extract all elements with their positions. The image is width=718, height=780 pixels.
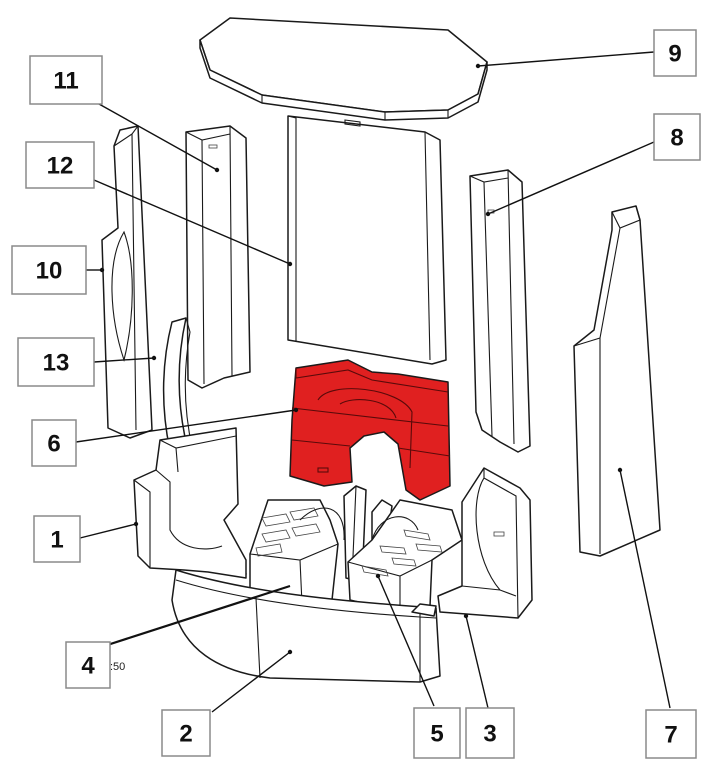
svg-text:6: 6 [47,431,60,458]
svg-text:13: 13 [43,350,70,377]
part-10-left-side-panel [101,125,153,439]
svg-text:3: 3 [483,721,496,748]
label-9: 9 [653,29,697,77]
svg-text:5: 5 [430,721,443,748]
leader-6 [75,409,297,443]
part-1-left-corner-block [133,427,247,579]
svg-text:7: 7 [664,722,677,749]
part-6-highlighted-brick [289,359,451,501]
part-11-left-pillar [185,125,251,389]
leader-7 [619,469,671,709]
part-12-back-panel [287,115,447,365]
part-8-right-pillar [469,169,531,453]
svg-text:1: 1 [50,527,63,554]
leader-13 [93,357,155,363]
part-4-left-floor-block [249,499,345,605]
part-7-right-side-panel [573,205,661,557]
leader-1 [79,523,137,539]
part-6-shape [289,359,451,501]
leader-3 [465,615,489,709]
svg-text:2: 2 [179,721,192,748]
label-1: 1 [33,515,81,563]
svg-text:10: 10 [36,258,63,285]
part-3-right-corner-block [437,467,533,619]
label-4: 4 [65,641,111,689]
leader-2 [211,651,291,713]
label-8: 8 [653,113,701,161]
leader-8 [487,141,655,215]
label-13: 13 [17,337,95,387]
leader-lines [75,51,671,713]
leader-5 [377,575,435,707]
svg-text:11: 11 [53,68,78,95]
leader-12 [93,179,291,265]
leader-11 [98,103,218,171]
label-6: 6 [31,419,77,467]
part-9-top-plate [199,17,488,121]
label-2: 2 [161,709,211,757]
svg-text:4: 4 [81,653,95,680]
label-10: 10 [11,245,87,295]
part-2-front-base [171,569,441,683]
svg-text:8: 8 [670,125,683,152]
svg-text:12: 12 [47,153,74,180]
label-12: 12 [25,141,95,189]
scale-text: :50 [110,661,125,673]
svg-text:9: 9 [668,41,681,68]
label-11: 11 [29,55,103,105]
leader-9 [477,51,655,67]
leader-4 [97,584,291,650]
label-7: 7 [645,709,697,759]
label-3: 3 [465,707,515,759]
label-5: 5 [413,707,461,759]
